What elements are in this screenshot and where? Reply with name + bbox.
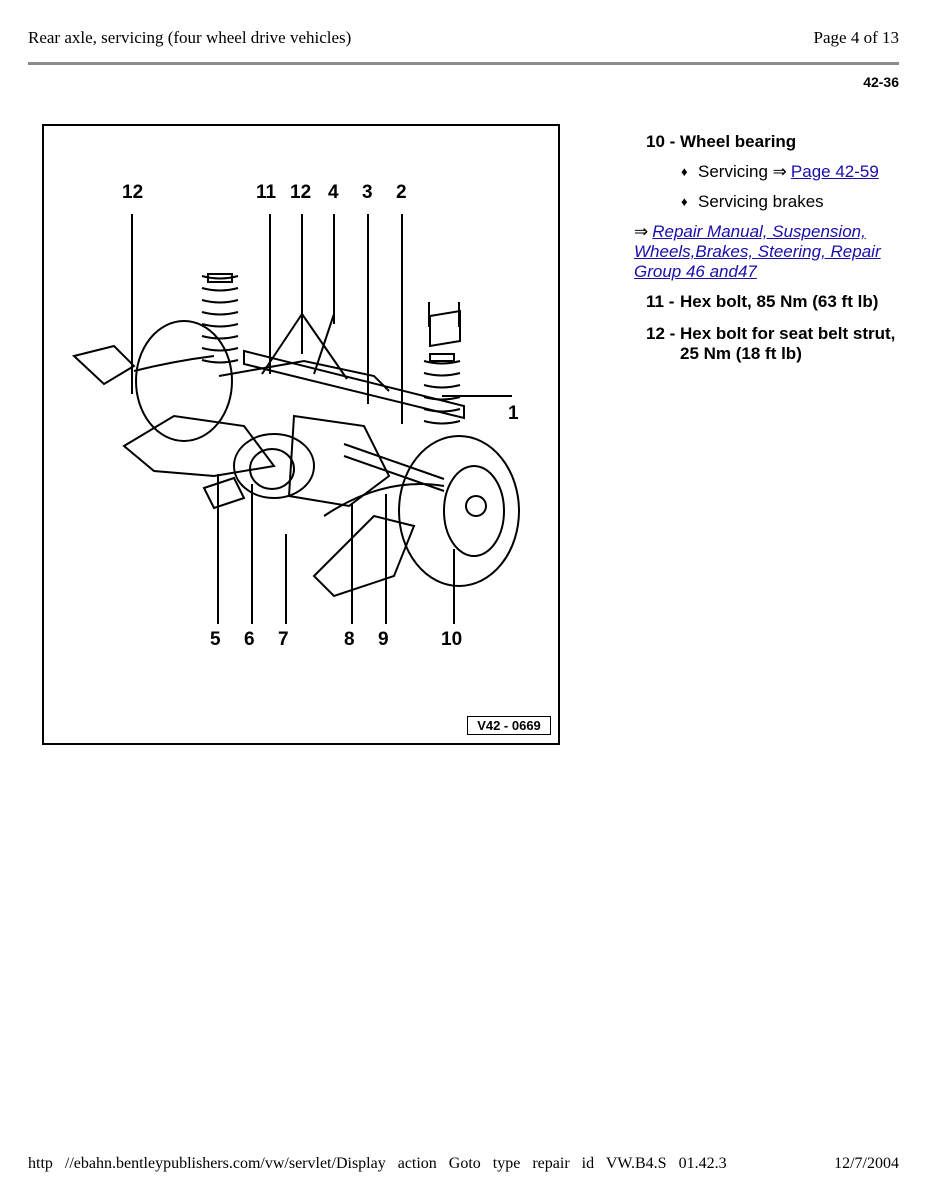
legend-item-10-title: Wheel bearing: [680, 132, 797, 151]
document-code: 42-36: [863, 74, 899, 90]
rear-axle-illustration: 12 11 12 4 3 2 1 5 6 7 8 9 10 V42 - 0669: [42, 124, 560, 745]
page-42-59-link[interactable]: Page 42-59: [790, 162, 879, 181]
page-number: Page 4 of 13: [813, 28, 899, 47]
callout-12: 12: [290, 182, 312, 203]
page-title: Rear axle, servicing (four wheel drive v…: [28, 28, 352, 47]
callout-6: 6: [244, 629, 255, 650]
callout-3: 3: [362, 182, 373, 203]
legend-item-12-number: 12 -: [646, 324, 676, 343]
footer-url: http //ebahn.bentleypublishers.com/vw/se…: [28, 1155, 727, 1172]
parts-legend: 10 - Wheel bearing ♦ Servicing ⇒Page 42-…: [634, 132, 899, 364]
arrow-right-icon: ⇒: [772, 162, 787, 181]
callout-2: 2: [396, 182, 407, 203]
callout-4: 4: [328, 182, 339, 203]
legend-item-12-title: Hex bolt for seat belt strut, 25 Nm (18 …: [680, 324, 896, 363]
bullet-servicing-text: Servicing: [698, 162, 768, 181]
legend-bullet-brakes: ♦ Servicing brakes: [634, 192, 899, 212]
callout-5: 5: [210, 629, 221, 650]
repair-manual-link[interactable]: Repair Manual, Suspension, Wheels,Brakes…: [634, 222, 881, 281]
diamond-bullet-icon: ♦: [681, 164, 688, 179]
footer-date: 12/7/2004: [834, 1155, 899, 1172]
callout-9: 9: [378, 629, 389, 650]
bullet-brakes-text: Servicing brakes: [698, 192, 824, 211]
callout-7: 7: [278, 629, 289, 650]
diamond-bullet-icon: ♦: [681, 194, 688, 209]
callout-12-left: 12: [122, 182, 144, 203]
callout-8: 8: [344, 629, 355, 650]
header-divider: [28, 62, 899, 65]
callout-10: 10: [441, 629, 463, 650]
legend-item-10: 10 - Wheel bearing: [634, 132, 899, 152]
callout-1: 1: [508, 403, 519, 424]
axle-drawing: [71, 214, 520, 624]
callout-11: 11: [256, 182, 277, 203]
legend-item-10-number: 10 -: [646, 132, 676, 151]
legend-item-11-number: 11 -: [646, 292, 675, 311]
figure-code-label: V42 - 0669: [467, 716, 551, 735]
legend-item-11: 11 - Hex bolt, 85 Nm (63 ft lb): [634, 292, 899, 312]
arrow-right-icon: ⇒: [634, 222, 649, 241]
legend-bullet-servicing: ♦ Servicing ⇒Page 42-59: [634, 162, 899, 182]
repair-manual-reference: ⇒Repair Manual, Suspension, Wheels,Brake…: [634, 222, 899, 282]
legend-item-11-title: Hex bolt, 85 Nm (63 ft lb): [680, 292, 879, 311]
legend-item-12: 12 - Hex bolt for seat belt strut, 25 Nm…: [634, 324, 899, 364]
